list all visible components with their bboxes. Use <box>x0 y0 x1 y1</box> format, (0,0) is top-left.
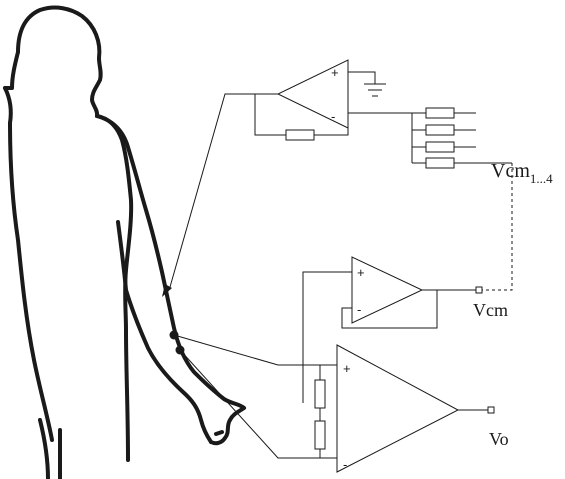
resistor-bank <box>411 107 512 169</box>
neck-left-outline <box>3 50 20 90</box>
torso-left-outline <box>8 121 54 442</box>
buffer-minus-sign: - <box>357 302 361 317</box>
arrow-head <box>162 284 172 297</box>
buffer-plus-sign: + <box>357 265 365 280</box>
vcm-label: Vcm <box>473 300 508 320</box>
diff-minus-sign: - <box>343 457 347 472</box>
torso-lower-outline <box>124 328 130 462</box>
vcm-1-4-label: Vcm1...4 <box>491 161 553 185</box>
leg-left-outline <box>38 418 50 479</box>
vo-label: Vo <box>489 429 509 449</box>
shoulder-body-right-outline <box>95 114 134 332</box>
arm-outer-outline <box>95 114 246 410</box>
diff-opamp <box>173 334 495 473</box>
head-outline <box>16 5 103 118</box>
drive-wire <box>162 93 278 297</box>
human-figure <box>3 5 246 479</box>
vcm-1-4-subscript: 1...4 <box>529 171 553 186</box>
buffer-opamp <box>302 256 483 403</box>
diff-plus-sign: + <box>343 361 351 376</box>
driver-opamp <box>254 59 412 141</box>
shoulder-left-outline <box>3 86 13 125</box>
driver-plus-sign: + <box>331 65 339 80</box>
dashed-connection <box>482 163 513 291</box>
driver-minus-sign: - <box>331 109 335 124</box>
arm-inner-outline <box>116 220 213 444</box>
vcm-1-4-main: Vcm <box>491 160 530 182</box>
hand-outline <box>209 406 246 446</box>
